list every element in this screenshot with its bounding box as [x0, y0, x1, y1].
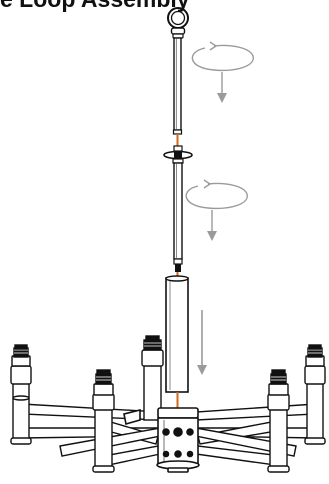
candle-arm-far-right [304, 344, 326, 445]
rotate-arrow-icon [185, 179, 248, 241]
candle-arm-center [141, 335, 164, 421]
page-title: e Loop Assembly [0, 0, 329, 12]
lower-column [165, 275, 189, 393]
candle-arm-right [267, 369, 290, 473]
candle-arm-left [92, 369, 115, 473]
middle-rod [173, 162, 183, 272]
candle-arm-far-left [10, 344, 32, 445]
loop-ring [167, 7, 189, 39]
middle-coupler [163, 145, 193, 164]
upper-rod [172, 37, 183, 135]
central-hub [123, 407, 200, 473]
rotate-arrow-icon [191, 41, 254, 103]
